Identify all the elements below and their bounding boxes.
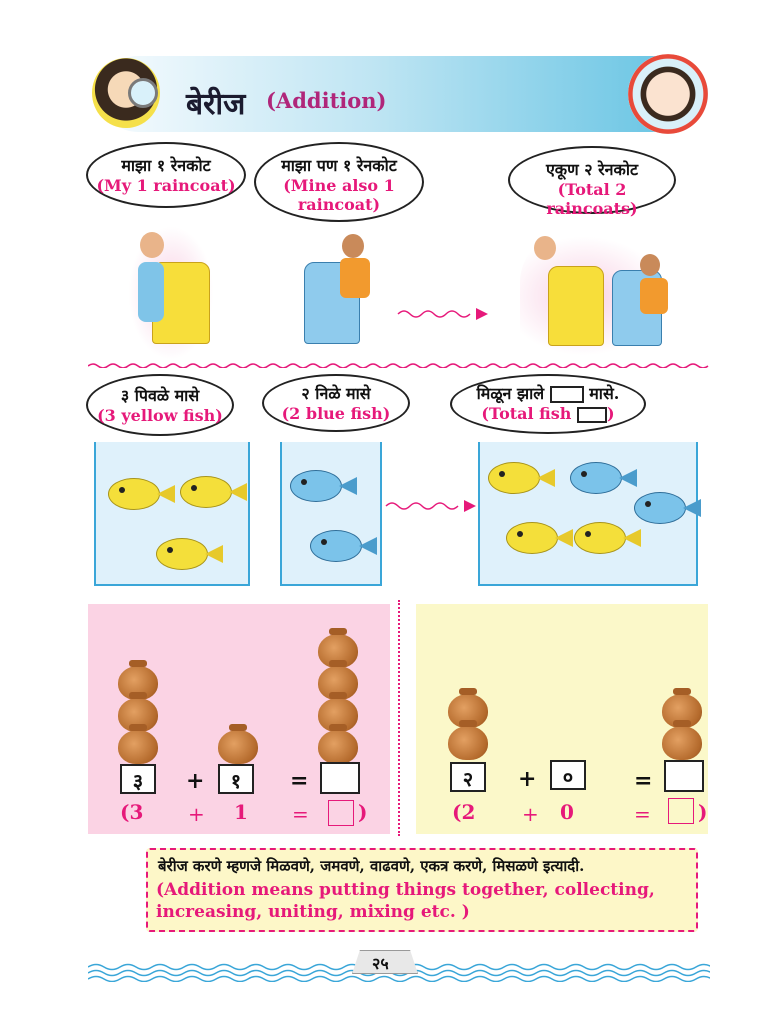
girl-dress xyxy=(138,262,164,322)
girl-face-group xyxy=(534,236,556,260)
yellow-fish xyxy=(574,522,641,554)
equals-sign: = xyxy=(634,768,653,794)
yellow-fish xyxy=(506,522,573,554)
speech-bubble-my-raincoat: माझा १ रेनकोट (My 1 raincoat) xyxy=(86,142,246,208)
english-equals: = xyxy=(292,802,309,826)
arrow-raincoats xyxy=(397,308,488,320)
speech-bubble-total-fish: मिळून झाले मासे. (Total fish ) xyxy=(450,374,646,434)
answer-box-english[interactable] xyxy=(577,406,607,423)
blue-fish xyxy=(634,492,701,524)
girl-wreath-avatar xyxy=(628,54,708,134)
girl-face xyxy=(140,232,164,258)
speech-bubble-mine-also: माझा पण १ रेनकोट (Mine also 1 raincoat) xyxy=(254,142,424,222)
page-number: २५ xyxy=(372,954,389,973)
boy-shirt xyxy=(340,258,370,298)
magnifier-icon xyxy=(128,78,158,108)
english-zero: 0 xyxy=(560,800,574,824)
english-close-paren: ) xyxy=(698,800,708,824)
arrow-fish xyxy=(385,500,476,512)
tank-blue-fish xyxy=(280,442,382,586)
pot xyxy=(218,724,258,764)
english-equals: = xyxy=(634,802,651,826)
number-box-one: १ xyxy=(218,764,254,794)
english-three: (3 xyxy=(120,800,144,824)
blue-fish xyxy=(310,530,377,562)
english-plus: + xyxy=(188,802,205,826)
blue-fish xyxy=(290,470,357,502)
answer-box-left[interactable] xyxy=(320,762,360,794)
note-box xyxy=(146,848,698,932)
pot xyxy=(318,724,358,764)
divider-wave-1 xyxy=(88,363,709,368)
english-plus: + xyxy=(522,802,539,826)
pot xyxy=(118,724,158,764)
pot xyxy=(448,720,488,760)
divider-dotted xyxy=(398,600,400,836)
page-subtitle: (Addition) xyxy=(266,88,387,113)
yellow-fish xyxy=(156,538,223,570)
english-one: 1 xyxy=(234,800,248,824)
boy-shirt-group xyxy=(640,278,668,314)
speech-bubble-total-raincoats: एकूण २ रेनकोट (Total 2 raincoats) xyxy=(508,146,676,218)
page-title: बेरीज xyxy=(186,87,246,122)
number-box-zero: ० xyxy=(550,760,586,790)
answer-box-right[interactable] xyxy=(664,760,704,792)
note-english-line1: (Addition means putting things together,… xyxy=(156,880,655,900)
yellow-fish xyxy=(488,462,555,494)
yellow-fish xyxy=(180,476,247,508)
yellow-raincoat-group xyxy=(548,266,604,346)
note-english-line2: increasing, uniting, mixing etc. ) xyxy=(156,902,470,922)
page-number-badge xyxy=(352,950,418,974)
answer-box[interactable] xyxy=(549,386,584,403)
equals-sign: = xyxy=(290,768,309,794)
number-box-two: २ xyxy=(450,762,486,792)
english-close-paren: ) xyxy=(358,800,368,824)
pot xyxy=(662,720,702,760)
plus-sign: + xyxy=(518,766,537,792)
yellow-fish xyxy=(108,478,175,510)
english-answer-box-left[interactable] xyxy=(328,800,354,826)
speech-bubble-blue-fish: २ निळे मासे (2 blue fish) xyxy=(262,374,410,432)
speech-bubble-yellow-fish: ३ पिवळे मासे (3 yellow fish) xyxy=(86,374,234,436)
boy-face-group xyxy=(640,254,660,276)
plus-sign: + xyxy=(186,768,205,794)
blue-fish xyxy=(570,462,637,494)
header-band xyxy=(100,56,708,132)
note-marathi: बेरीज करणे म्हणजे मिळवणे, जमवणे, वाढवणे,… xyxy=(158,857,585,875)
number-box-three: ३ xyxy=(120,764,156,794)
english-answer-box-right[interactable] xyxy=(668,798,694,824)
boy-face xyxy=(342,234,364,258)
english-two: (2 xyxy=(452,800,476,824)
